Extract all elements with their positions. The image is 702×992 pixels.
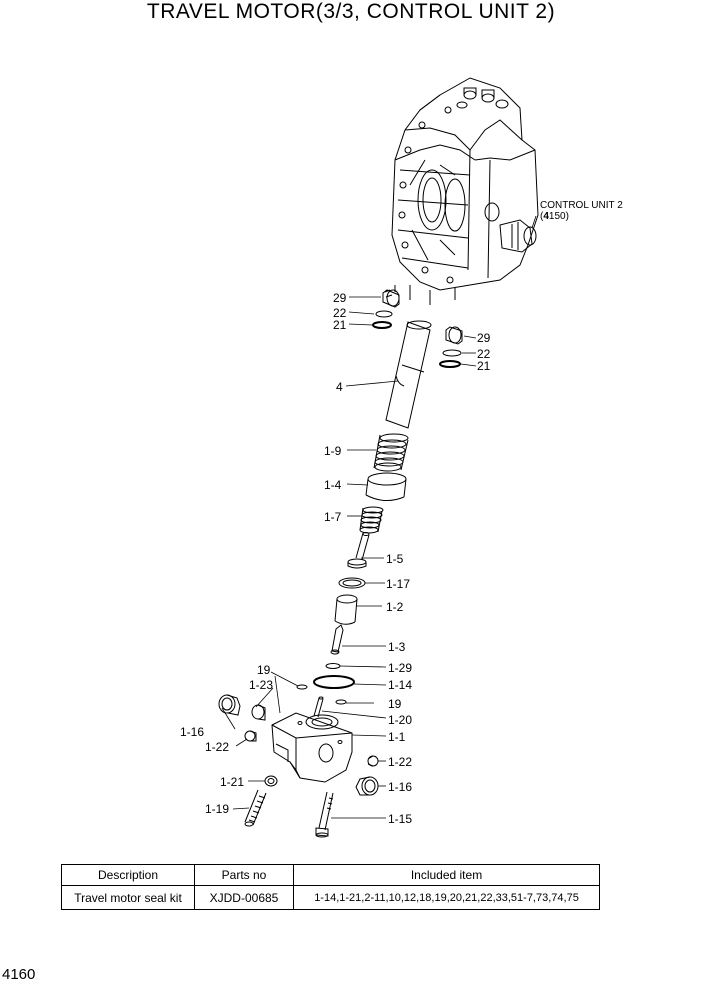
label-1-7: 1-7 xyxy=(324,510,342,524)
label-1-20: 1-20 xyxy=(388,713,412,727)
label-21-right: 21 xyxy=(477,359,491,373)
label-1-9: 1-9 xyxy=(324,444,342,458)
cell-description: Travel motor seal kit xyxy=(61,885,195,910)
plug-1-22-left xyxy=(244,730,257,742)
oring-1-14 xyxy=(313,675,355,689)
callout-rest: 150) xyxy=(549,211,569,222)
leader-lines xyxy=(221,215,537,819)
oring-19-right xyxy=(335,699,347,705)
sleeve-1-4 xyxy=(365,472,407,501)
label-29-left: 29 xyxy=(333,291,347,305)
page-title: TRAVEL MOTOR(3/3, CONTROL UNIT 2) xyxy=(146,0,556,23)
screw-1-19 xyxy=(244,789,267,827)
label-1-22-right: 1-22 xyxy=(388,755,412,769)
header-included-item: Included item xyxy=(293,864,600,886)
needle-1-3 xyxy=(330,624,344,655)
plug-1-16-right xyxy=(355,776,379,796)
piston-1-2 xyxy=(334,594,358,625)
part-labels: 29 22 21 29 22 21 4 1-9 1-4 1-7 1-5 1-17… xyxy=(180,291,491,826)
label-19-left: 19 xyxy=(257,663,271,677)
table-row: Travel motor seal kit XJDD-00685 1-14,1-… xyxy=(61,885,600,910)
label-1-16-right: 1-16 xyxy=(388,780,412,794)
spool-4 xyxy=(385,320,432,429)
ring-1-21 xyxy=(264,775,278,787)
label-21-left: 21 xyxy=(333,318,347,332)
page-number: 4160 xyxy=(2,966,36,983)
control-unit-callout: CONTROL UNIT 2 (4150) xyxy=(540,200,623,222)
callout-line1: CONTROL UNIT 2 xyxy=(540,200,623,211)
plug-29-right xyxy=(445,326,463,345)
label-1-23: 1-23 xyxy=(249,678,273,692)
label-1-1: 1-1 xyxy=(388,730,406,744)
label-22-left: 22 xyxy=(333,306,347,320)
plug-1-16-left xyxy=(218,694,241,716)
body-1-1 xyxy=(271,712,353,783)
label-1-15: 1-15 xyxy=(388,812,412,826)
oring-1-29 xyxy=(325,663,341,669)
header-description: Description xyxy=(61,864,195,886)
oring-21-left xyxy=(372,321,392,329)
plug-1-22-right xyxy=(367,755,379,767)
oring-21-right xyxy=(439,360,461,368)
label-19-right: 19 xyxy=(388,697,402,711)
pin-1-20 xyxy=(313,696,324,718)
callout-line2: (4150) xyxy=(540,211,569,222)
label-1-5: 1-5 xyxy=(386,552,404,566)
label-1-16-left: 1-16 xyxy=(180,725,204,739)
plug-1-23 xyxy=(251,704,266,721)
label-1-19: 1-19 xyxy=(205,802,229,816)
label-1-22-left: 1-22 xyxy=(205,740,229,754)
exploded-parts-diagram: 29 22 21 29 22 21 4 1-9 1-4 1-7 1-5 1-17… xyxy=(180,77,623,838)
label-1-29: 1-29 xyxy=(388,661,412,675)
label-1-4: 1-4 xyxy=(324,478,342,492)
label-1-21: 1-21 xyxy=(220,775,244,789)
ring-1-17 xyxy=(338,577,366,589)
pin-1-5 xyxy=(347,532,370,569)
cell-parts-no: XJDD-00685 xyxy=(194,885,294,910)
table-header-row: Description Parts no Included item xyxy=(61,864,600,886)
label-29-right: 29 xyxy=(477,331,491,345)
cell-included-item: 1-14,1-21,2-11,10,12,18,19,20,21,22,33,5… xyxy=(293,885,600,910)
bolt-1-15 xyxy=(315,791,334,838)
oring-22-left xyxy=(375,310,393,318)
callout-open: ( xyxy=(540,211,544,222)
motor-housing xyxy=(391,77,539,305)
label-1-2: 1-2 xyxy=(386,600,404,614)
header-parts-no: Parts no xyxy=(194,864,294,886)
parts-table: Description Parts no Included item Trave… xyxy=(61,864,600,910)
oring-22-right xyxy=(442,349,462,357)
label-4: 4 xyxy=(336,380,343,394)
label-1-17: 1-17 xyxy=(386,577,410,591)
plug-29-left xyxy=(382,289,400,308)
oring-19-left xyxy=(296,684,308,690)
callout-bold: 4 xyxy=(543,211,549,222)
spring-1-9 xyxy=(373,433,409,472)
spring-1-7 xyxy=(359,506,384,534)
label-1-14: 1-14 xyxy=(388,678,412,692)
label-22-right: 22 xyxy=(477,347,491,361)
label-1-3: 1-3 xyxy=(388,640,406,654)
